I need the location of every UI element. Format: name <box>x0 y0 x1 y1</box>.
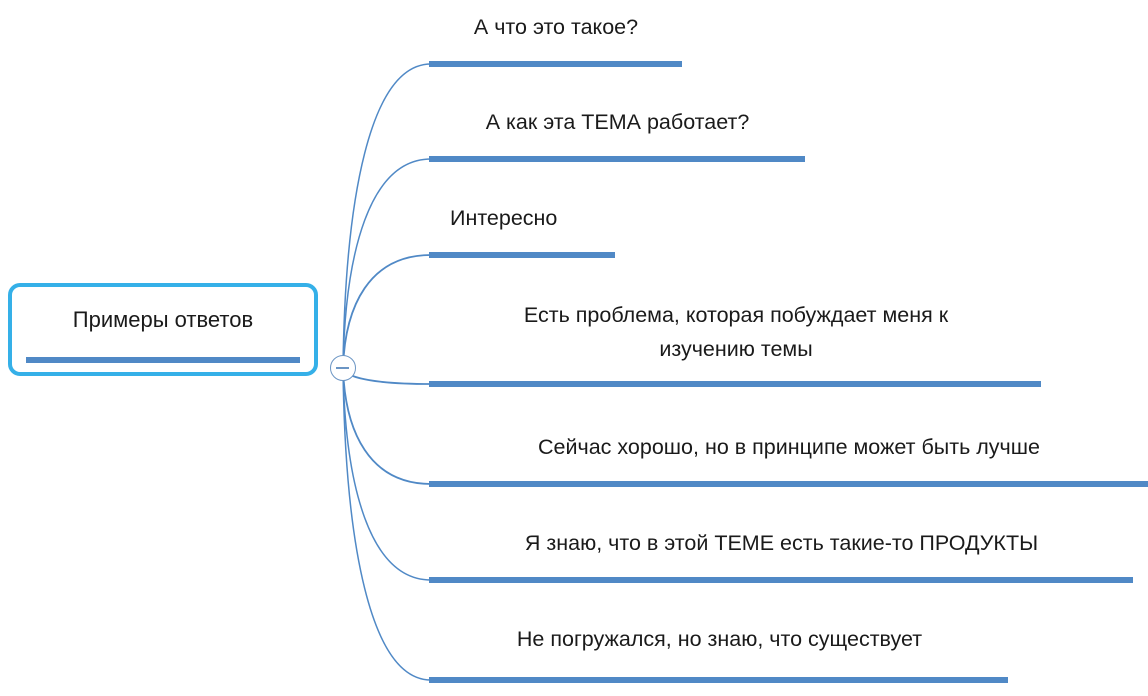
connector-3 <box>342 254 432 369</box>
root-node-underline <box>26 357 300 363</box>
minus-icon <box>336 367 349 369</box>
connector-4 <box>342 367 432 385</box>
connector-7 <box>342 367 432 681</box>
branch-label: Интересно <box>450 206 558 230</box>
root-node-label: Примеры ответов <box>72 307 254 332</box>
root-node[interactable]: Примеры ответов <box>8 283 318 376</box>
connector-2 <box>342 158 432 369</box>
connector-6 <box>342 367 432 581</box>
branch-underline <box>429 61 682 67</box>
branch-underline <box>429 156 805 162</box>
branch-label: А что это такое? <box>473 15 639 39</box>
branch-label: А как эта ТЕМА работает? <box>485 110 750 134</box>
connector-5 <box>342 367 432 485</box>
branch-underline <box>429 577 1133 583</box>
branch-label: Не погружался, но знаю, что существует <box>516 627 923 651</box>
branch-label: Я знаю, что в этой ТЕМЕ есть такие-то ПР… <box>524 531 1039 555</box>
connector-1 <box>342 63 432 369</box>
branch-underline <box>429 252 615 258</box>
branch-underline <box>429 381 1041 387</box>
branch-label: Есть проблема, которая побуждает меня к … <box>523 303 949 361</box>
branch-underline <box>429 677 1008 683</box>
collapse-toggle-button[interactable] <box>330 355 356 381</box>
branch-label: Сейчас хорошо, но в принципе может быть … <box>538 435 1040 459</box>
branch-underline <box>429 481 1148 487</box>
